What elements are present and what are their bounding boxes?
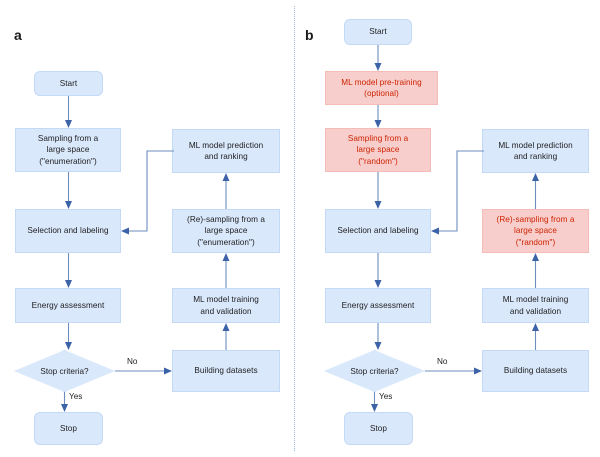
- node-a-building-datasets: Building datasets: [172, 350, 280, 392]
- node-a-energy: Energy assessment: [15, 288, 121, 323]
- node-a-stop: Stop: [34, 412, 103, 445]
- node-a-selection: Selection and labeling: [15, 209, 121, 253]
- panel-label-b: b: [305, 27, 314, 43]
- node-a-stop-criteria: Stop criteria?: [14, 350, 115, 392]
- node-b-selection: Selection and labeling: [325, 209, 431, 253]
- edge-label-b-no: No: [437, 357, 448, 366]
- edge-label-b-yes: Yes: [379, 392, 393, 401]
- node-b-stop-criteria-label: Stop criteria?: [350, 366, 399, 376]
- node-b-stop: Stop: [344, 412, 413, 445]
- node-b-building-datasets: Building datasets: [482, 350, 589, 392]
- node-a-start: Start: [34, 71, 103, 96]
- edge-label-a-yes: Yes: [69, 392, 83, 401]
- node-b-energy: Energy assessment: [325, 288, 431, 323]
- edge-label-a-no: No: [127, 357, 138, 366]
- edges-panel-a: [61, 96, 230, 412]
- node-b-pretraining: ML model pre-training(optional): [325, 71, 438, 105]
- node-b-start: Start: [344, 19, 412, 45]
- panel-label-a: a: [14, 27, 22, 43]
- node-a-stop-criteria-label: Stop criteria?: [40, 366, 89, 376]
- panel-divider: [294, 6, 295, 451]
- node-b-stop-criteria: Stop criteria?: [324, 350, 425, 392]
